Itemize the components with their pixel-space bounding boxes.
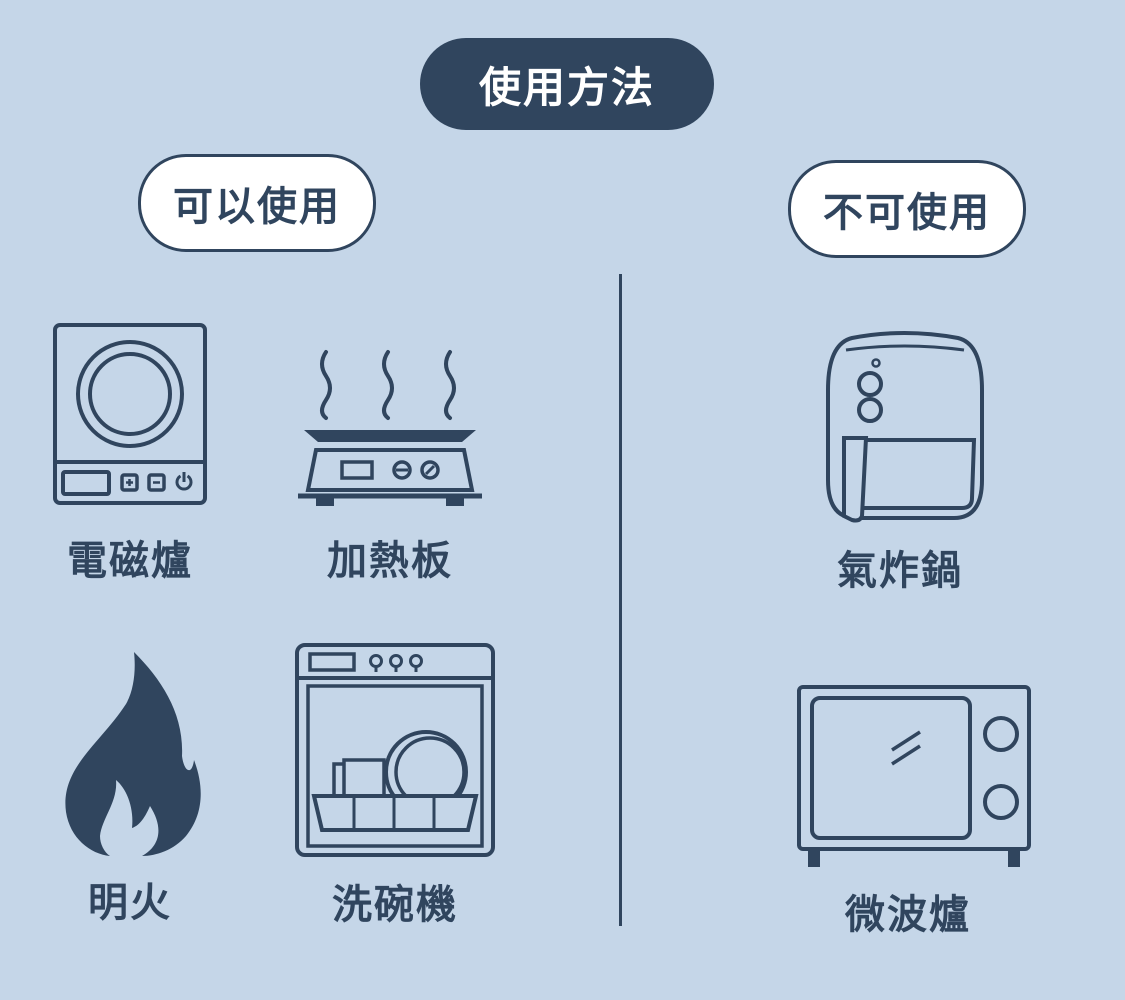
induction-cooker-icon [53,323,207,505]
not-allowed-section-badge: 不可使用 [788,160,1026,258]
allowed-section-label: 可以使用 [173,184,341,230]
item-label-induction-cooker: 電磁爐 [67,538,193,584]
page-title: 使用方法 [420,38,714,130]
item-label-microwave: 微波爐 [845,892,971,938]
air-fryer-icon [826,331,984,523]
item-label-hot-plate: 加熱板 [327,538,453,584]
item-label-air-fryer: 氣炸鍋 [837,548,963,594]
page-title-text: 使用方法 [478,62,655,112]
microwave-icon [797,685,1031,867]
not-allowed-section-label: 不可使用 [823,190,991,236]
section-divider [619,274,622,926]
flame-icon [65,652,201,856]
item-label-dishwasher: 洗碗機 [332,882,458,928]
item-label-open-flame: 明火 [88,880,172,926]
allowed-section-badge: 可以使用 [138,154,376,252]
hot-plate-icon [298,350,482,506]
dishwasher-icon [295,643,495,857]
